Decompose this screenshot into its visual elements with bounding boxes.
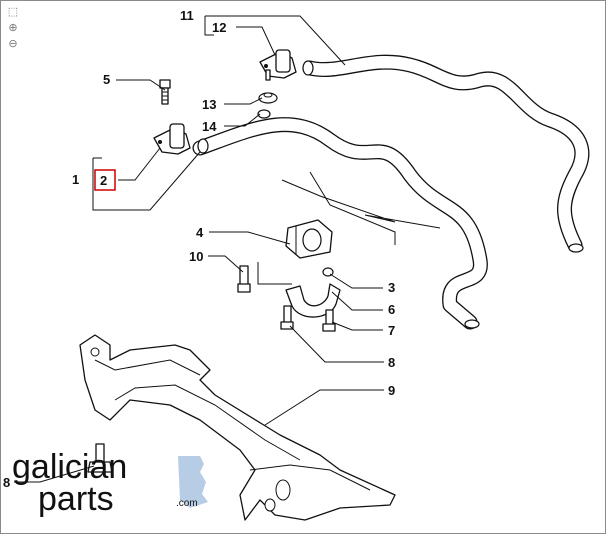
fit-icon[interactable]: ⬚ bbox=[7, 6, 19, 18]
callout-labels: 11 12 5 13 14 1 2 4 10 3 6 7 8 9 8 bbox=[3, 8, 395, 490]
part-10-bolt[interactable] bbox=[237, 265, 251, 293]
callout-12[interactable]: 12 bbox=[212, 20, 226, 35]
logo-line-1: galician bbox=[12, 450, 127, 486]
leader-lines bbox=[14, 15, 384, 483]
callout-5[interactable]: 5 bbox=[103, 72, 110, 87]
callout-9[interactable]: 9 bbox=[388, 383, 395, 398]
part-5-bolt[interactable] bbox=[159, 79, 171, 105]
part-8-bolt[interactable] bbox=[280, 305, 294, 330]
callout-4[interactable]: 4 bbox=[196, 225, 204, 240]
part-2-clamp[interactable] bbox=[153, 123, 191, 155]
callout-8[interactable]: 8 bbox=[388, 355, 395, 370]
part-9-subframe[interactable] bbox=[79, 334, 396, 521]
logo-map-shape bbox=[178, 456, 208, 508]
zoom-toolbar: ⬚ ⊕ ⊖ bbox=[6, 5, 22, 53]
callout-11[interactable]: 11 bbox=[180, 8, 194, 23]
zoom-in-icon[interactable]: ⊕ bbox=[8, 22, 18, 34]
callout-3[interactable]: 3 bbox=[388, 280, 395, 295]
logo-suffix: .com bbox=[176, 498, 198, 509]
part-4-bushing[interactable] bbox=[285, 219, 333, 259]
part-6-bracket[interactable] bbox=[285, 283, 341, 318]
part-7-bolt[interactable] bbox=[322, 309, 336, 332]
callout-7[interactable]: 7 bbox=[388, 323, 395, 338]
callout-6[interactable]: 6 bbox=[388, 302, 395, 317]
callout-1[interactable]: 1 bbox=[72, 172, 79, 187]
part-13-nut[interactable] bbox=[258, 92, 278, 104]
callout-13[interactable]: 13 bbox=[202, 97, 216, 112]
stabilizer-bar[interactable] bbox=[192, 54, 590, 330]
part-12-clamp[interactable] bbox=[259, 49, 297, 81]
part-14-washer[interactable] bbox=[257, 109, 271, 119]
callout-10[interactable]: 10 bbox=[189, 249, 203, 264]
part-8-bolt-lower[interactable] bbox=[87, 443, 113, 473]
callout-8-lower[interactable]: 8 bbox=[3, 475, 10, 490]
galicianparts-logo: galician parts .com bbox=[12, 450, 208, 518]
callout-14[interactable]: 14 bbox=[202, 119, 217, 134]
highlight-box-part-2 bbox=[94, 169, 116, 191]
callout-2[interactable]: 2 bbox=[100, 173, 107, 188]
logo-line-2: parts bbox=[38, 480, 114, 518]
zoom-out-icon[interactable]: ⊖ bbox=[8, 38, 18, 50]
